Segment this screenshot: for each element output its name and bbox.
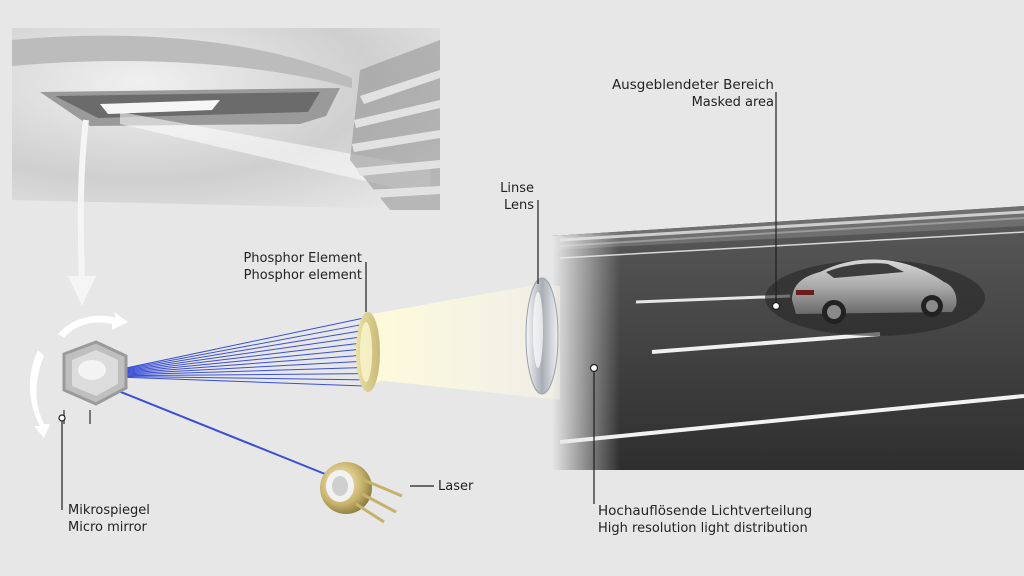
laser-ray xyxy=(87,373,365,377)
down-arrow-icon xyxy=(68,119,96,306)
micromirror-icon xyxy=(62,340,128,424)
leader-dots xyxy=(58,301,781,422)
label-phosphor: Phosphor Element Phosphor element xyxy=(216,250,362,284)
label-light-distribution-de: Hochauflösende Lichtverteilung xyxy=(598,503,813,519)
laser-ray xyxy=(87,348,365,377)
label-micromirror-de: Mikrospiegel xyxy=(68,503,150,518)
label-phosphor-de: Phosphor Element xyxy=(243,251,362,266)
laser-ray xyxy=(87,366,365,377)
laser-ray xyxy=(87,354,365,377)
car-icon xyxy=(792,259,957,324)
label-lens: Linse Lens xyxy=(474,180,534,214)
label-light-distribution-en: High resolution light distribution xyxy=(598,521,808,536)
headlight-photo xyxy=(12,28,440,210)
laser-ray xyxy=(87,317,365,377)
laser-ray xyxy=(87,375,365,381)
label-micromirror: Mikrospiegel Micro mirror xyxy=(68,502,150,536)
label-lens-de: Linse xyxy=(500,181,534,196)
label-laser-de: Laser xyxy=(438,479,474,494)
rotation-arrows-icon xyxy=(29,312,128,438)
laser-ray xyxy=(87,323,365,377)
phosphor-disc-icon xyxy=(356,312,380,392)
label-laser: Laser xyxy=(438,478,473,495)
label-masked-area-en: Masked area xyxy=(691,95,774,110)
label-light-distribution: Hochauflösende Lichtverteilung High reso… xyxy=(598,503,812,537)
label-masked-area: Ausgeblendeter Bereich Masked area xyxy=(596,77,774,111)
laser-ray xyxy=(87,336,365,377)
laser-ray xyxy=(87,329,365,377)
laser-ray xyxy=(87,375,365,387)
laser-ray xyxy=(87,342,365,377)
label-masked-area-de: Ausgeblendeter Bereich xyxy=(611,77,774,93)
laser-rays xyxy=(87,317,365,387)
laser-ray xyxy=(87,360,365,377)
label-phosphor-en: Phosphor element xyxy=(243,268,362,283)
label-lens-en: Lens xyxy=(503,198,534,213)
label-micromirror-en: Micro mirror xyxy=(68,520,147,535)
laser-main-ray xyxy=(85,377,331,477)
grille xyxy=(350,40,440,210)
lens-icon xyxy=(525,277,559,395)
leader-lines xyxy=(61,92,777,510)
road-scene xyxy=(552,206,1024,470)
laser-diode-icon xyxy=(320,462,403,524)
